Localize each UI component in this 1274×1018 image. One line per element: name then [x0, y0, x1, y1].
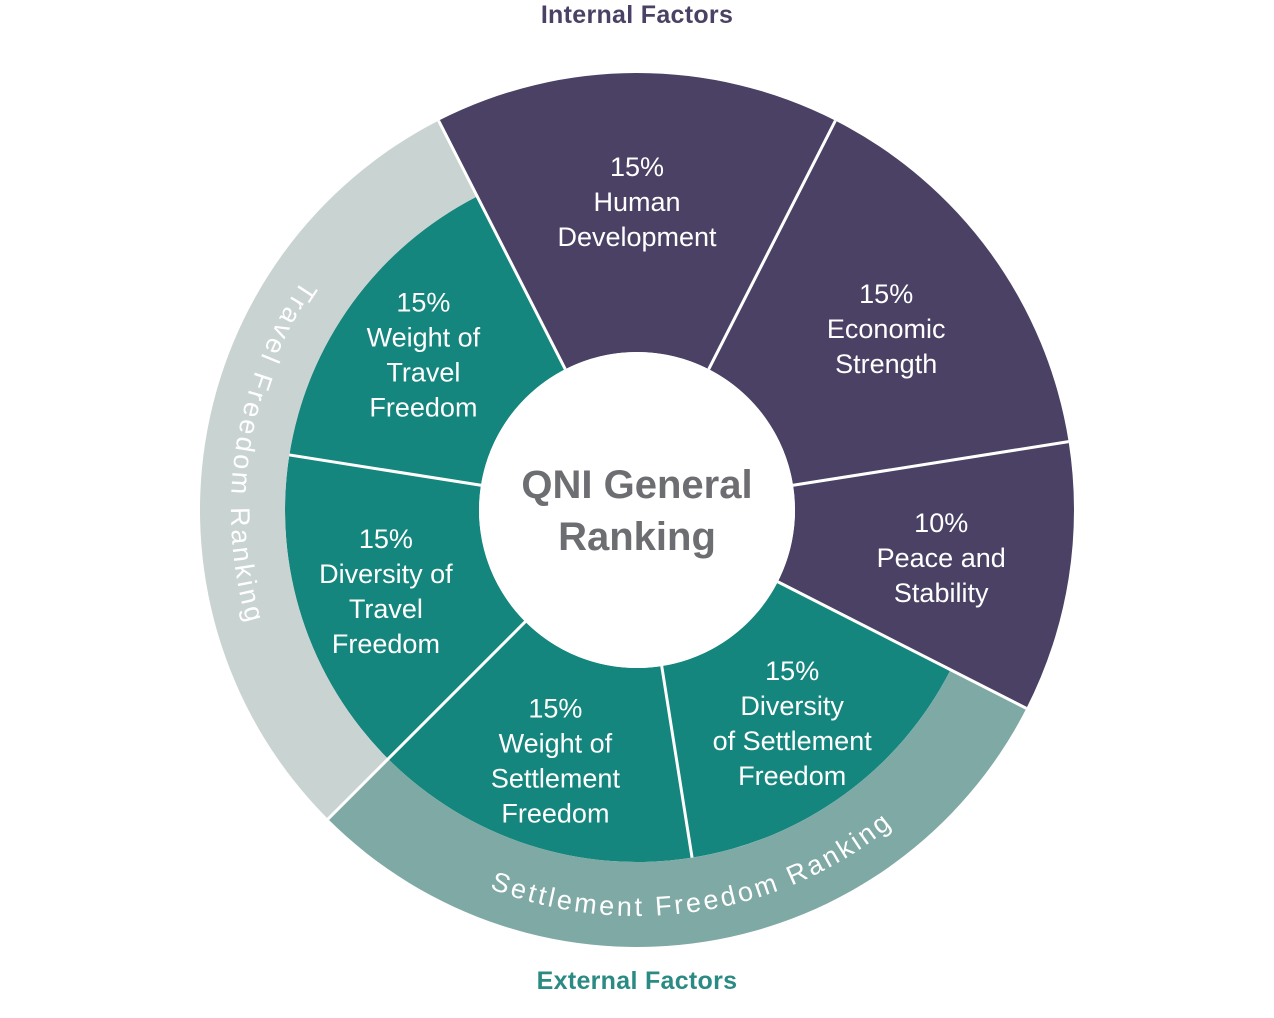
divider-line — [437, 119, 567, 370]
ring-travel-freedom-ranking — [199, 120, 478, 820]
slice-weight-of-travel-freedom — [289, 196, 566, 486]
slice-peace-and-stability — [777, 441, 1074, 709]
center-circle — [479, 352, 795, 668]
internal-factors-title: Internal Factors — [540, 1, 734, 29]
ring-settlement-freedom-ranking — [327, 669, 1027, 948]
slice-human-development — [438, 73, 836, 370]
divider-line — [707, 119, 837, 370]
divider-line — [792, 440, 1069, 487]
slice-dividers-group — [289, 119, 1069, 858]
slice-diversity-of-settlement-freedom — [661, 581, 951, 858]
slice-economic-strength — [708, 120, 1069, 486]
slices-group — [284, 73, 1074, 863]
divider-line — [777, 580, 1028, 710]
divider-line — [289, 453, 482, 487]
slice-weight-of-settlement-freedom — [388, 621, 693, 863]
divider-line — [326, 620, 527, 821]
outer-rings-group — [199, 120, 1027, 948]
slice-diversity-of-travel-freedom — [284, 454, 526, 759]
divider-line — [660, 665, 694, 858]
external-factors-title: External Factors — [536, 967, 738, 995]
